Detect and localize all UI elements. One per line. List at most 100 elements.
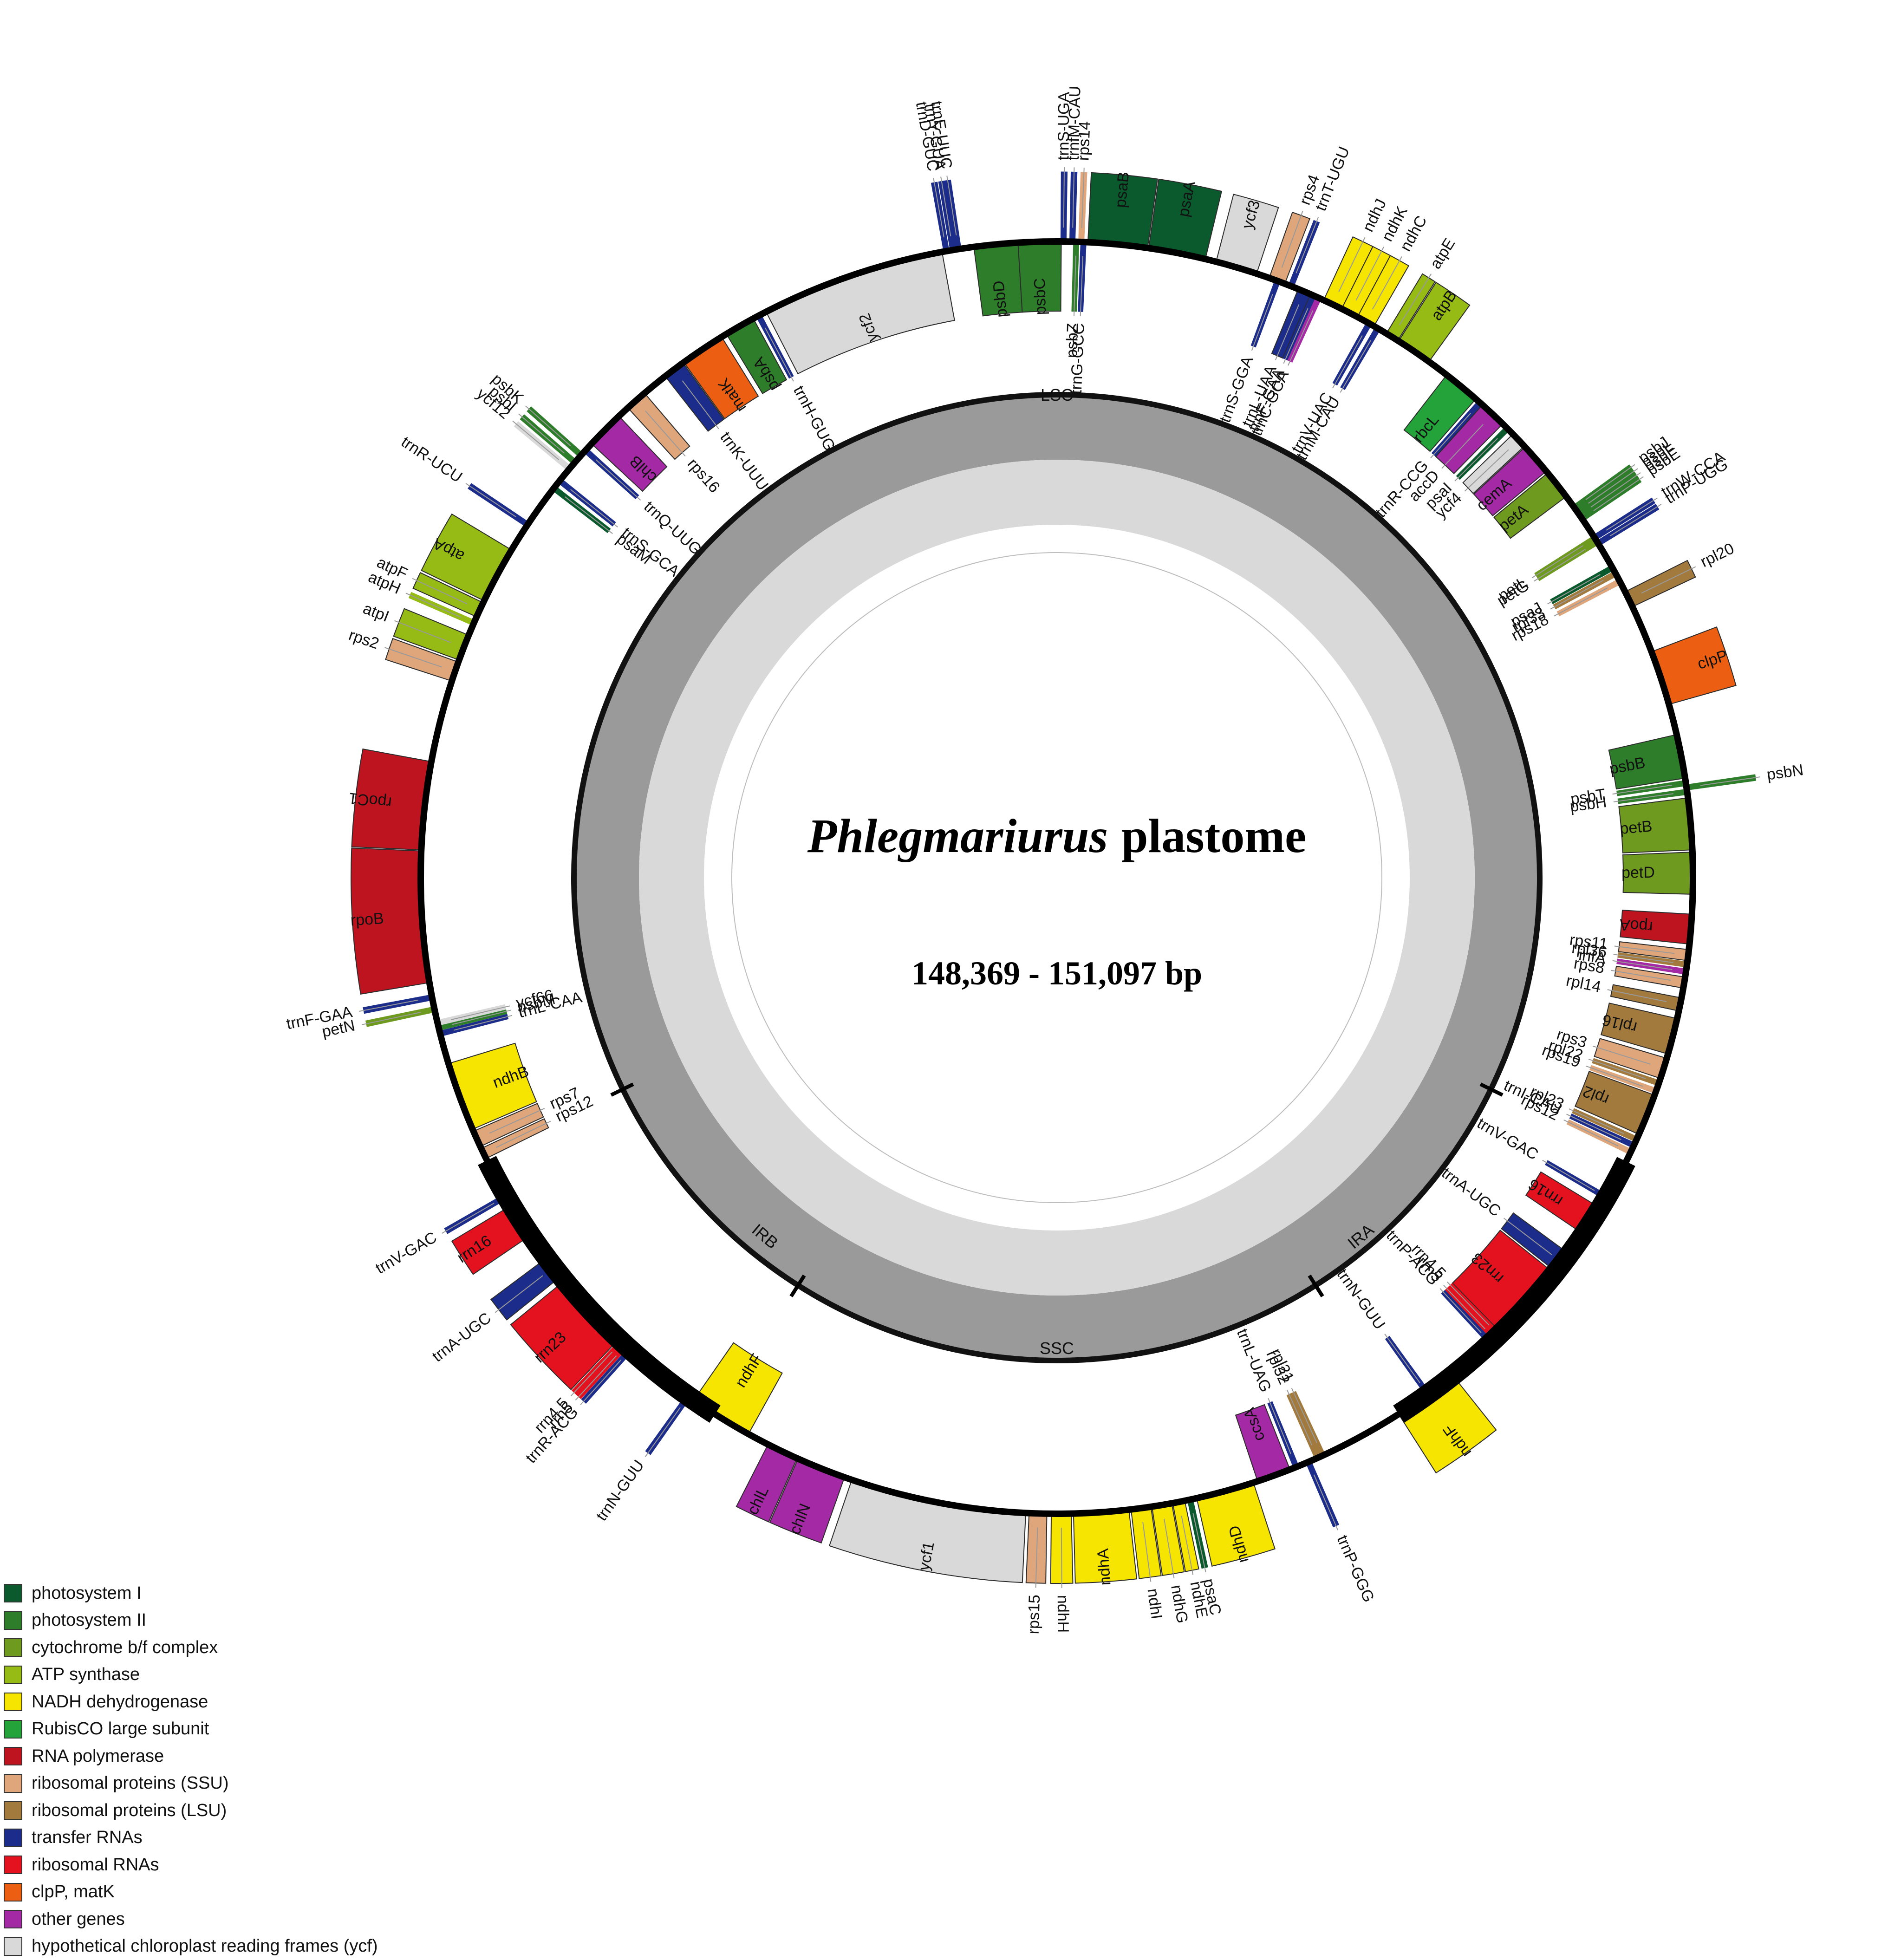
legend-label: RubisCO large subunit: [32, 1719, 209, 1739]
legend-swatch: [4, 1720, 22, 1739]
gene-label: trnH-GUG: [790, 383, 839, 454]
gene-label: trnG-GCC: [1068, 323, 1088, 394]
gene-leader: [645, 1407, 680, 1457]
gene-label: rps2: [346, 626, 381, 652]
gene-petb: petB: [1619, 798, 1691, 853]
legend-swatch: [4, 1611, 22, 1630]
gene-psaa: psaA: [1149, 179, 1222, 258]
gene-rpoc1: rpoC1: [348, 749, 430, 850]
gene-label: rpl20: [1698, 540, 1737, 571]
gene-ndha: ndhA: [1074, 1511, 1137, 1586]
legend-swatch: [4, 1801, 22, 1820]
gene-trnm-cau: trnM-CAU: [1293, 328, 1380, 463]
gene-label: atpE: [1426, 235, 1458, 272]
legend-swatch: [4, 1693, 22, 1711]
genome-size: 148,369 - 151,097 bp: [911, 955, 1202, 992]
legend: photosystem I photosystem II cytochrome b/…: [4, 1580, 514, 1960]
legend-label: clpP, matK: [32, 1882, 115, 1902]
gene-leader: [362, 1012, 421, 1025]
gene-label: ndhI: [1144, 1588, 1165, 1621]
gene-ccsa: ccsA: [1236, 1405, 1289, 1480]
gene-trnn-guu: trnN-GUU: [1333, 1265, 1430, 1395]
legend-swatch: [4, 1638, 22, 1657]
legend-item: RNA polymerase: [4, 1743, 514, 1770]
gene-label: trnA-UGC: [429, 1309, 495, 1365]
gene-label: psbD: [990, 280, 1010, 319]
gene-label: ndhG: [1167, 1583, 1191, 1624]
gene-label: ndhA: [1094, 1548, 1114, 1586]
legend-label: ribosomal proteins (LSU): [32, 1801, 227, 1821]
legend-item: ribosomal proteins (LSU): [4, 1797, 514, 1824]
gene-label: trnP-GGG: [1334, 1533, 1378, 1605]
legend-swatch: [4, 1856, 22, 1874]
title-genus: Phlegmariurus: [807, 809, 1108, 863]
gene-label: rps14: [1074, 121, 1094, 161]
gene-label: trnA-UGC: [1439, 1164, 1504, 1220]
gene-trnp-ggg: trnP-GGG: [1306, 1462, 1378, 1605]
gene-leader: [1534, 549, 1585, 581]
gene-psab: psaB: [1088, 171, 1158, 247]
legend-item: other genes: [4, 1906, 514, 1933]
gene-label: rpoA: [1619, 916, 1654, 936]
gene-label: rps16: [684, 455, 723, 496]
gene-label: petB: [1619, 817, 1653, 838]
legend-item: RubisCO large subunit: [4, 1716, 514, 1743]
gene-psbi: psbI: [486, 383, 576, 464]
gene-trnn-guu: trnN-GUU: [592, 1395, 690, 1524]
legend-label: NADH dehydrogenase: [32, 1692, 208, 1712]
gene-psbc: psbC: [1018, 242, 1061, 315]
legend-item: ribosomal proteins (SSU): [4, 1770, 514, 1797]
legend-item: cytochrome b/f complex: [4, 1634, 514, 1661]
gene-psbn: psbN: [1687, 761, 1804, 790]
legend-item: ATP synthase: [4, 1661, 514, 1689]
gene-leader: [359, 1000, 418, 1011]
gene-leader: [1061, 1528, 1062, 1588]
legend-label: photosystem I: [32, 1583, 142, 1603]
gene-label: petD: [1621, 864, 1655, 882]
title-suffix: plastome: [1121, 809, 1307, 863]
legend-item: transfer RNAs: [4, 1824, 514, 1852]
gc-content-ring: [574, 395, 1540, 1361]
gene-label: rpoB: [350, 910, 384, 929]
legend-label: hypothetical chloroplast reading frames …: [32, 1936, 378, 1956]
ssc-label: SSC: [1040, 1339, 1074, 1358]
gene-label: trnN-GUU: [592, 1457, 648, 1524]
gene-rpl20: rpl20: [1626, 540, 1737, 606]
gene-leader: [1252, 294, 1273, 351]
gene-rpoa: rpoA: [1619, 910, 1691, 944]
legend-swatch: [4, 1883, 22, 1901]
gene-leader: [466, 483, 516, 517]
legend-label: RNA polymerase: [32, 1746, 164, 1766]
legend-item: photosystem I: [4, 1580, 514, 1607]
gene-petd: petD: [1621, 852, 1692, 894]
gene-ndhh: ndhH: [1051, 1515, 1073, 1633]
gene-label: psaB: [1112, 171, 1133, 208]
gene-label: trnN-GUU: [1333, 1265, 1388, 1333]
gene-leader: [1532, 546, 1583, 578]
gene-ycf1: ycf1: [829, 1481, 1026, 1582]
legend-label: ribosomal proteins (SSU): [32, 1773, 228, 1793]
gene-label: trnR-UCU: [398, 433, 465, 486]
legend-label: cytochrome b/f complex: [32, 1638, 218, 1658]
gene-label: atpI: [361, 599, 392, 625]
legend-label: ATP synthase: [32, 1665, 140, 1685]
legend-item: NADH dehydrogenase: [4, 1688, 514, 1716]
legend-item: clpP, matK: [4, 1879, 514, 1906]
gene-psbd: psbD: [974, 244, 1022, 319]
lsc-label: LSC: [1041, 385, 1073, 404]
gene-trnr-ucu: trnR-UCU: [398, 433, 528, 526]
gene-label: psbN: [1765, 761, 1804, 784]
legend-item: photosystem II: [4, 1607, 514, 1634]
map-title: Phlegmariurus plastome: [807, 809, 1306, 863]
gene-label: trnV-GAC: [372, 1228, 440, 1277]
gene-rps15: rps15: [1025, 1514, 1047, 1634]
legend-swatch: [4, 1666, 22, 1684]
legend-swatch: [4, 1829, 22, 1847]
legend-swatch: [4, 1584, 22, 1602]
gene-label: rps15: [1025, 1595, 1044, 1634]
legend-item: ribosomal RNAs: [4, 1851, 514, 1879]
legend-swatch: [4, 1937, 22, 1956]
legend-swatch: [4, 1774, 22, 1793]
legend-swatch: [4, 1910, 22, 1928]
gene-leader: [1314, 1475, 1338, 1530]
